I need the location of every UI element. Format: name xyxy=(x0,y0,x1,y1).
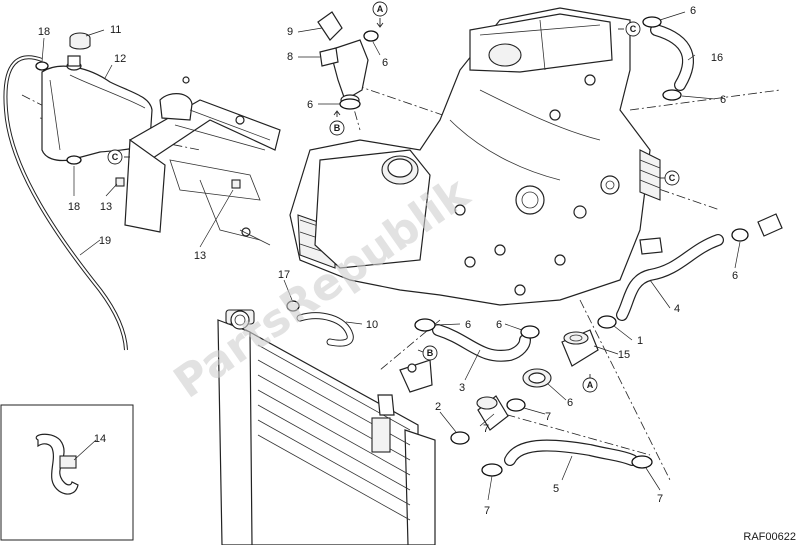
drawing-code: RAF00622 xyxy=(743,531,796,543)
callout-2: 7 xyxy=(483,423,489,435)
radiator xyxy=(217,309,436,545)
bolt-13a xyxy=(115,177,125,187)
hose-clamp-6c xyxy=(642,16,662,28)
marker-arrows xyxy=(124,18,665,378)
hose-clamp-6g xyxy=(731,228,749,242)
callout-5: 5 xyxy=(553,483,559,495)
callout-6: 1 xyxy=(637,335,643,347)
callout-14: 14 xyxy=(94,433,106,445)
hose-clamp-18b xyxy=(66,155,82,165)
hose-clamp-6a xyxy=(363,30,379,42)
hose-clamp-6b xyxy=(339,98,361,110)
callout-13: 13 xyxy=(100,201,112,213)
reference-marker-c: C xyxy=(630,24,637,34)
callout-1: 15 xyxy=(618,349,630,361)
frame-section xyxy=(124,76,281,246)
callout-6: 6 xyxy=(720,94,726,106)
callout-8: 8 xyxy=(287,51,293,63)
reference-marker-c: C xyxy=(669,173,676,183)
water-pump xyxy=(561,329,599,367)
hose-clamp-7c xyxy=(481,463,503,477)
hose-5 xyxy=(504,439,638,466)
hose-clamp-6d xyxy=(662,89,682,101)
hose-clamp-7d xyxy=(631,455,653,469)
callout-7: 7 xyxy=(484,505,490,517)
reference-marker-b: B xyxy=(427,348,434,358)
hose-clamp-17 xyxy=(286,300,300,312)
hose-clamp-18a xyxy=(35,61,49,71)
tank-cap xyxy=(69,32,91,50)
callout-6: 6 xyxy=(382,57,388,69)
reference-marker-labels: A B C C C B A xyxy=(112,4,676,390)
expansion-tank xyxy=(41,55,153,162)
reference-marker-b: B xyxy=(334,123,341,133)
callout-6: 6 xyxy=(690,5,696,17)
reference-marker-circles xyxy=(107,1,680,393)
callout-6: 6 xyxy=(465,319,471,331)
callout-labels: 18 11 12 9 8 6 6 6 16 6 18 13 13 19 17 1… xyxy=(38,5,738,517)
reference-marker-a: A xyxy=(377,4,384,14)
hose-clamp-6e xyxy=(414,318,436,332)
hose-10 xyxy=(296,312,354,347)
hose-clamp-6h xyxy=(597,315,617,329)
thermostat-housing xyxy=(317,11,369,106)
callout-6: 6 xyxy=(496,319,502,331)
engine-assembly xyxy=(289,7,663,306)
callout-18: 18 xyxy=(38,26,50,38)
sensor-bracket xyxy=(399,359,433,393)
callout-12: 12 xyxy=(114,53,126,65)
leader-lines xyxy=(41,11,741,501)
reference-marker-a: A xyxy=(587,380,594,390)
hose-clamp-7a xyxy=(450,431,470,445)
callout-16: 16 xyxy=(711,52,723,64)
callout-3: 6 xyxy=(567,397,573,409)
callout-4: 4 xyxy=(674,303,680,315)
callout-19: 19 xyxy=(99,235,111,247)
hose-16 xyxy=(650,24,694,91)
callout-7: 2 xyxy=(435,401,441,413)
hose-15 xyxy=(432,324,531,362)
hose-clamp-7b xyxy=(506,398,526,412)
bolt-13b xyxy=(231,179,241,189)
callout-11: 11 xyxy=(110,24,121,36)
callout-7: 7 xyxy=(657,493,663,505)
reference-marker-c: C xyxy=(112,152,119,162)
overflow-hose xyxy=(3,55,128,351)
callout-18: 18 xyxy=(68,201,80,213)
callout-13: 13 xyxy=(194,250,206,262)
callout-9: 9 xyxy=(287,26,293,38)
inset-detail xyxy=(0,404,134,541)
callout-6: 6 xyxy=(307,99,313,111)
callout-6: 6 xyxy=(732,270,738,282)
seal-ring xyxy=(522,368,552,388)
hose-4 xyxy=(616,234,724,321)
bleed-fitting xyxy=(757,213,783,237)
callout-15: 3 xyxy=(459,382,465,394)
callout-17: 17 xyxy=(278,269,290,281)
callout-7: 7 xyxy=(545,411,551,423)
hose-clamp-6f xyxy=(520,325,540,339)
callout-10: 10 xyxy=(366,319,378,331)
